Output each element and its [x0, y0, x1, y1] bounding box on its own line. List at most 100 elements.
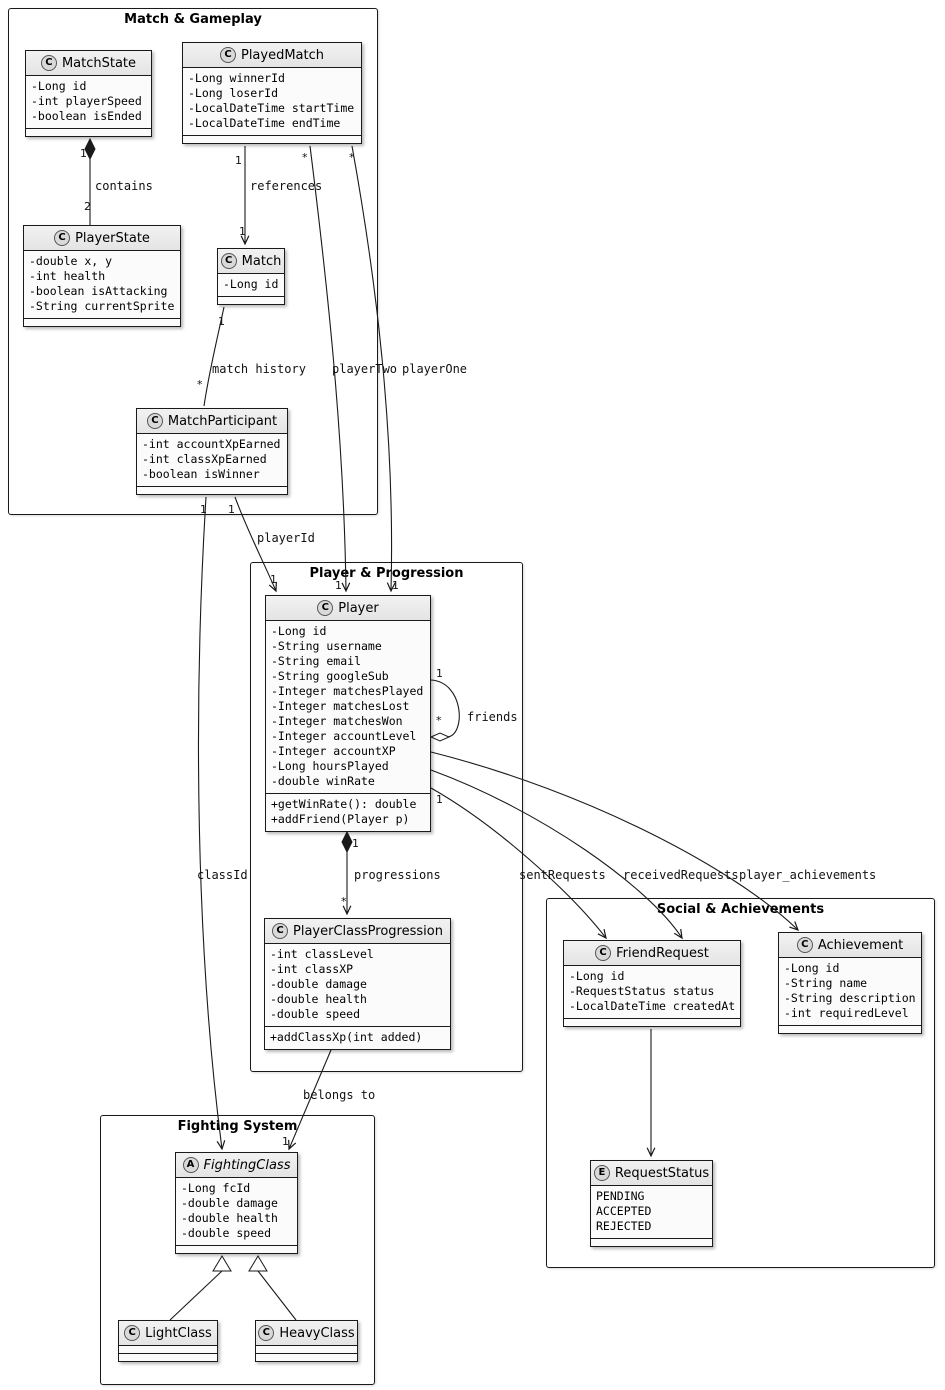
multiplicity: * [302, 151, 308, 164]
class-name: LightClass [145, 1325, 212, 1341]
multiplicity: 1 [436, 793, 443, 806]
multiplicity: 1 [282, 1135, 289, 1148]
class-header: C Match [218, 249, 284, 273]
fields-compartment: -Long id [218, 273, 284, 296]
methods-compartment: +addClassXp(int added) [265, 1026, 450, 1049]
methods-compartment [24, 318, 180, 326]
fields-compartment: -Long id-int playerSpeed-boolean isEnded [26, 75, 151, 128]
edge-label-sent-requests: sentRequests [519, 868, 606, 882]
circled-c-icon: C [220, 253, 237, 269]
multiplicity: 1 [239, 225, 246, 238]
class-name: PlayedMatch [240, 47, 325, 63]
class-header: C FriendRequest [564, 941, 740, 965]
class-name: Match [241, 253, 282, 269]
fields-compartment: -int classLevel-int classXP-double damag… [265, 943, 450, 1026]
member: PENDING [596, 1189, 645, 1203]
member: -boolean isEnded [31, 109, 142, 123]
circled-c-icon: C [146, 413, 163, 429]
member: -double speed [181, 1226, 272, 1240]
multiplicity: * [341, 895, 347, 908]
class-name: PlayerState [75, 230, 150, 246]
class-name: FightingClass [203, 1157, 291, 1173]
class-header: E RequestStatus [591, 1161, 712, 1185]
methods-compartment [119, 1353, 217, 1361]
methods-compartment [564, 1018, 740, 1026]
edge-label-class-id: classId [197, 868, 248, 882]
member: -int accountXpEarned [142, 437, 281, 451]
edge-label-friends: friends [467, 710, 518, 724]
circled-c-icon: C [796, 937, 813, 953]
member: -double health [181, 1211, 278, 1225]
member: -int health [29, 269, 106, 283]
edge-label-belongs-to: belongs to [303, 1088, 376, 1102]
member: -Long id [784, 961, 840, 975]
class-header: C PlayedMatch [183, 43, 361, 67]
member: -Integer matchesWon [271, 714, 403, 728]
edge-label-progressions: progressions [354, 868, 441, 882]
member: -double x, y [29, 254, 113, 268]
edge-label-contains: contains [95, 179, 153, 193]
member: REJECTED [596, 1219, 652, 1233]
edge-label-player-one: playerOne [402, 362, 468, 376]
class-playerstate: C PlayerState -double x, y-int health-bo… [23, 225, 181, 327]
member: -String currentSprite [29, 299, 175, 313]
multiplicity: 1 [352, 837, 359, 850]
fields-compartment [256, 1345, 357, 1353]
class-name: MatchState [61, 55, 137, 71]
edge-label-references: references [250, 179, 323, 193]
methods-compartment [176, 1245, 297, 1253]
member: -String email [271, 654, 362, 668]
multiplicity: * [197, 378, 203, 391]
circled-c-icon: C [124, 1325, 141, 1341]
member: +getWinRate(): double [271, 797, 417, 811]
class-name: FriendRequest [616, 945, 709, 961]
fields-compartment: -Long fcId-double damage-double health-d… [176, 1177, 297, 1245]
edge-class-id [197, 496, 226, 1151]
fields-compartment: -Long id-RequestStatus status-LocalDateT… [564, 965, 740, 1018]
member: -double health [270, 992, 367, 1006]
member: -Long winnerId [188, 71, 285, 85]
class-heavyclass: C HeavyClass [255, 1320, 358, 1362]
member: -Long fcId [181, 1181, 251, 1195]
member: -Long id [31, 79, 87, 93]
fields-compartment: -Long id-String username-String email-St… [266, 620, 430, 793]
class-achievement: C Achievement -Long id-String name-Strin… [778, 932, 922, 1034]
class-player: C Player -Long id-String username-String… [265, 595, 431, 832]
edge-label-player-two: playerTwo [332, 362, 398, 376]
class-header: C MatchState [26, 51, 151, 75]
member: -Long id [569, 969, 625, 983]
class-name: Player [338, 600, 379, 616]
member: -Integer accountLevel [271, 729, 417, 743]
edge-label-match-history: match history [212, 362, 306, 376]
class-playerclassprogression: C PlayerClassProgression -int classLevel… [264, 918, 451, 1050]
class-header: C Player [266, 596, 430, 620]
multiplicity: 1 [80, 147, 87, 160]
package-title: Fighting System [177, 1119, 298, 1134]
circled-e-icon: E [593, 1165, 610, 1181]
member: -Integer accountXP [271, 744, 396, 758]
multiplicity: 1 [335, 579, 342, 592]
methods-compartment [218, 296, 284, 304]
member: -int playerSpeed [31, 94, 142, 108]
methods-compartment [779, 1025, 921, 1033]
member: -double damage [181, 1196, 278, 1210]
methods-compartment [591, 1238, 712, 1246]
member: ACCEPTED [596, 1204, 652, 1218]
multiplicity: 1 [235, 154, 242, 167]
member: -String googleSub [271, 669, 389, 683]
multiplicity: 1 [392, 579, 399, 592]
circled-c-icon: C [54, 230, 71, 246]
member: -double speed [270, 1007, 361, 1021]
class-friendrequest: C FriendRequest -Long id-RequestStatus s… [563, 940, 741, 1027]
package-title: Social & Achievements [656, 902, 825, 917]
class-lightclass: C LightClass [118, 1320, 218, 1362]
fields-compartment: -int accountXpEarned-int classXpEarned-b… [137, 433, 287, 486]
edge-label-received-requests: receivedRequests [623, 868, 739, 882]
class-name: HeavyClass [279, 1325, 355, 1341]
methods-compartment [183, 135, 361, 143]
package-title: Player & Progression [309, 566, 464, 581]
fields-compartment: -double x, y-int health-boolean isAttack… [24, 250, 180, 318]
